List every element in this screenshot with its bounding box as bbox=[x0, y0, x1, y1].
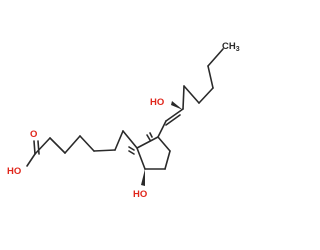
bond bbox=[114, 130, 124, 151]
hash-mark bbox=[149, 132, 153, 138]
hash-mark bbox=[128, 146, 135, 151]
carboxyl-group bbox=[26, 140, 40, 167]
hydroxyl-label-acid: HO bbox=[7, 166, 21, 177]
bond bbox=[157, 120, 167, 138]
bond bbox=[136, 147, 146, 170]
bond bbox=[49, 137, 66, 154]
bond bbox=[165, 108, 184, 122]
hash-mark bbox=[128, 150, 135, 155]
hydroxyl-label-ring: HO bbox=[133, 189, 147, 200]
bond bbox=[198, 87, 214, 104]
bond bbox=[182, 85, 185, 110]
hash-mark bbox=[146, 134, 151, 141]
ch3-label: CH3 bbox=[222, 41, 240, 53]
bond bbox=[183, 85, 200, 104]
bond bbox=[157, 136, 171, 152]
cyclopentane-ring bbox=[136, 136, 171, 170]
molecule-structure: CH3 HO HO O HO bbox=[7, 41, 240, 200]
bond bbox=[207, 48, 224, 67]
bond bbox=[64, 135, 81, 154]
carbonyl-oxygen-label: O bbox=[30, 129, 37, 140]
bond bbox=[79, 135, 95, 152]
bond bbox=[93, 149, 116, 152]
structure-canvas: CH3 HO HO O HO bbox=[7, 41, 240, 200]
bond bbox=[164, 150, 171, 170]
bond bbox=[165, 114, 181, 126]
wedge-bond bbox=[141, 169, 145, 186]
bond bbox=[33, 140, 36, 155]
bond bbox=[207, 65, 214, 89]
double-bond bbox=[157, 108, 184, 138]
bond bbox=[37, 140, 40, 155]
stereo-hash-marks bbox=[128, 132, 153, 155]
bond bbox=[122, 130, 138, 149]
acid-chain bbox=[34, 130, 138, 155]
wedge-bond bbox=[171, 101, 183, 110]
alkyl-chain bbox=[182, 48, 224, 110]
bond bbox=[34, 137, 51, 155]
bond bbox=[26, 153, 36, 167]
bond bbox=[136, 136, 159, 149]
hydroxyl-label-side-chain: HO bbox=[150, 97, 164, 108]
